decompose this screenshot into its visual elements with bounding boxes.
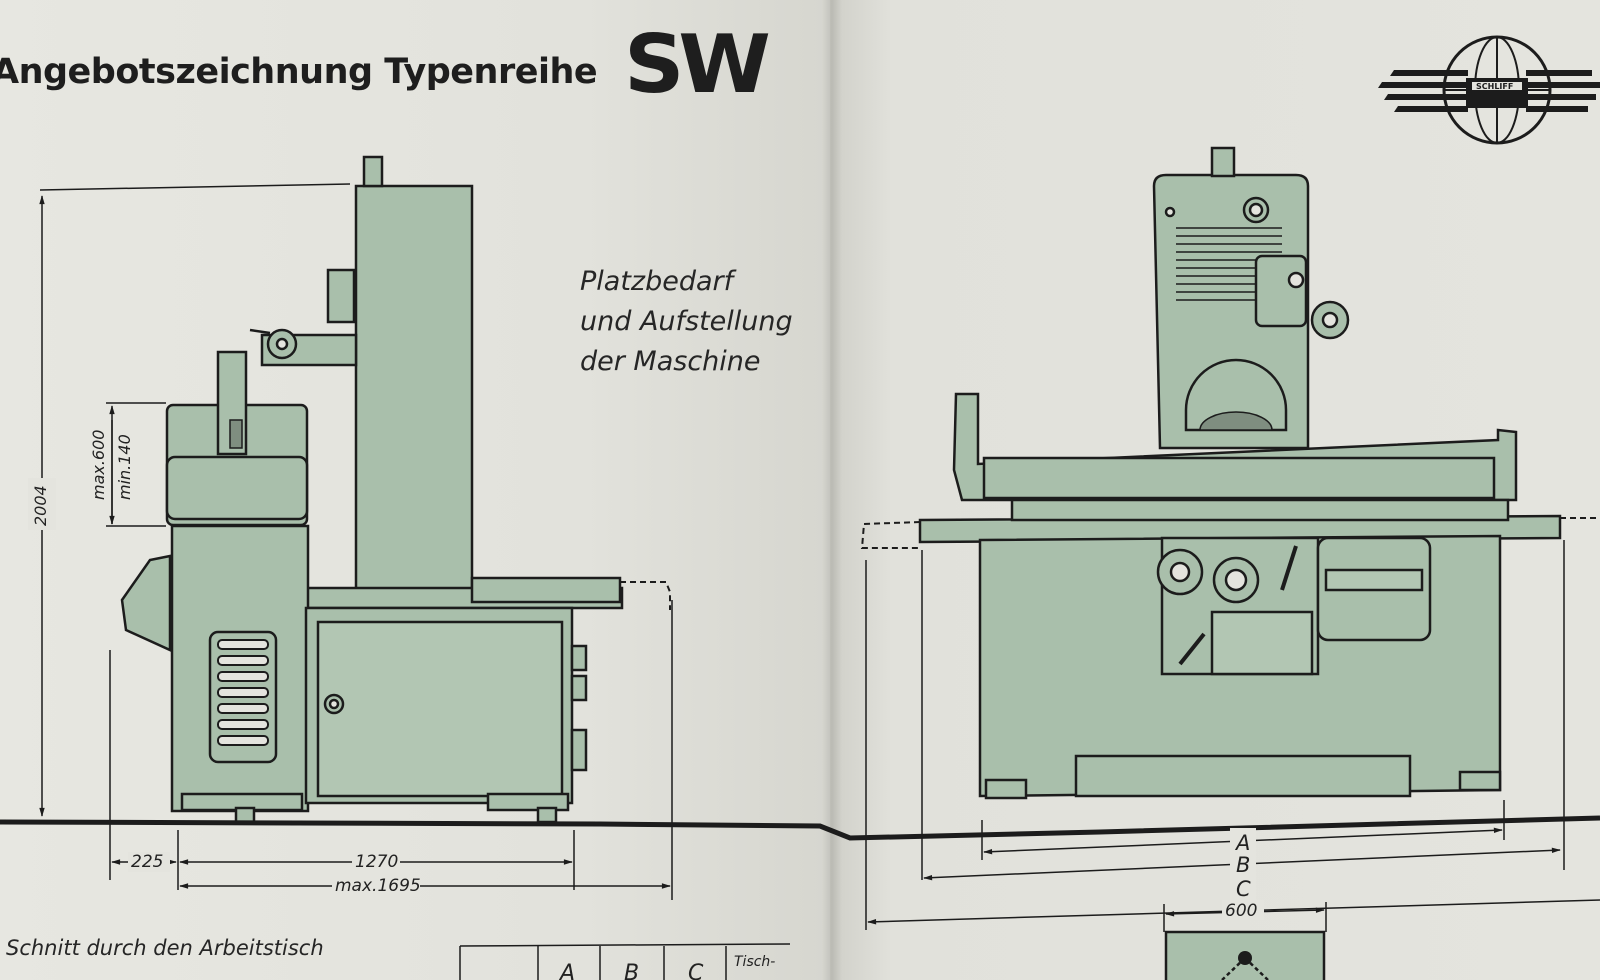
dim-bg-a bbox=[1230, 828, 1256, 854]
dim-height: 2004 bbox=[31, 485, 50, 526]
dim-depth: 1270 bbox=[355, 852, 398, 872]
page-title: Angebotszeichnung Typenreihe bbox=[0, 52, 598, 92]
dim-bg-225 bbox=[128, 852, 170, 872]
dim-c: C bbox=[1236, 877, 1251, 901]
subtitle-line-3: der Maschine bbox=[580, 346, 761, 377]
subtitle-line-1: Platzbedarf bbox=[580, 266, 734, 297]
dim-bg-c bbox=[1230, 876, 1256, 900]
left-travel-outline bbox=[860, 521, 921, 549]
dim-bg-height bbox=[28, 478, 56, 530]
dim-bg-600 bbox=[1222, 900, 1264, 920]
front-view-machine bbox=[918, 146, 1562, 800]
drawing-subtitle: Platzbedarf und Aufstellung der Maschine bbox=[580, 262, 793, 382]
dim-rear-gap: 225 bbox=[131, 852, 163, 872]
dim-bg-1695 bbox=[332, 876, 420, 896]
table-travel-outline bbox=[620, 581, 671, 610]
table-header-c: C bbox=[688, 961, 704, 980]
dim-max-depth: max.1695 bbox=[335, 876, 421, 896]
table-cross-section bbox=[1164, 930, 1326, 980]
section-title: Schnitt durch den Arbeitstisch bbox=[6, 936, 324, 960]
page-gutter bbox=[822, 0, 842, 980]
dimension-table bbox=[459, 943, 791, 980]
floor-line bbox=[0, 815, 1600, 841]
side-view-machine bbox=[120, 155, 624, 824]
grinding-wheel-side bbox=[229, 419, 243, 449]
table-header-b: B bbox=[624, 961, 639, 980]
dim-bg-1270 bbox=[352, 852, 400, 872]
series-name: SW bbox=[624, 18, 771, 111]
table-header-a: A bbox=[558, 961, 575, 980]
dim-max-height: max.600 bbox=[89, 430, 108, 500]
dim-b: B bbox=[1236, 853, 1250, 877]
table-header-tisch: Tisch- bbox=[734, 954, 775, 970]
subtitle-line-2: und Aufstellung bbox=[580, 306, 793, 337]
logo-text: SCHLIFF bbox=[1476, 82, 1513, 91]
elb-logo bbox=[1378, 35, 1600, 145]
dim-a: A bbox=[1234, 831, 1250, 855]
dim-min-height: min.140 bbox=[115, 434, 134, 500]
dim-table-width: 600 bbox=[1225, 901, 1257, 921]
grinding-wheel-front bbox=[1199, 411, 1273, 431]
dim-bg-b bbox=[1230, 852, 1256, 876]
